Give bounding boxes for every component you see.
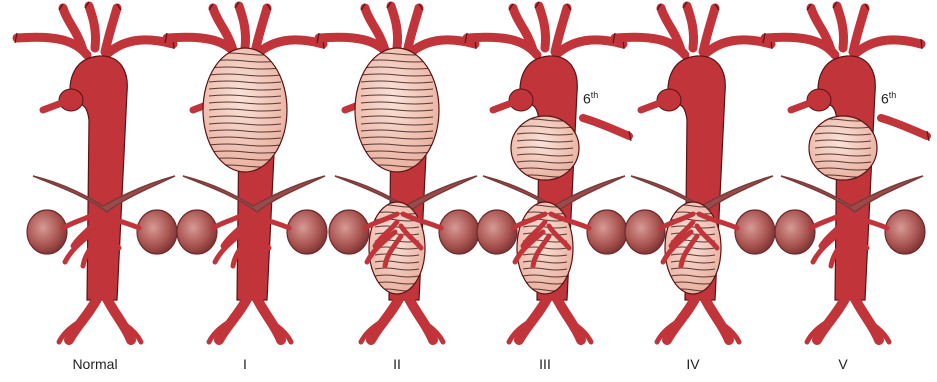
right-kidney xyxy=(439,210,479,254)
panel-label-2: I xyxy=(243,356,247,372)
aortic-root xyxy=(657,89,681,111)
iliac-arteries xyxy=(371,295,433,340)
right-kidney xyxy=(885,210,925,254)
iliac-arteries xyxy=(667,295,729,340)
left-kidney xyxy=(625,210,665,254)
intercostal-artery xyxy=(881,118,927,136)
left-kidney xyxy=(329,210,369,254)
arch-branch-vessels xyxy=(765,6,921,55)
iliac-arteries xyxy=(69,295,131,340)
iliac-arteries xyxy=(817,295,879,340)
aortic-root xyxy=(59,89,83,111)
left-kidney xyxy=(177,210,217,254)
aorta-panel-2 xyxy=(165,2,327,342)
right-kidney xyxy=(137,210,177,254)
aorta-panel-4 xyxy=(465,2,631,342)
aorta-panel-5 xyxy=(613,2,775,342)
coronary-branch xyxy=(641,104,657,110)
panel-label-3: II xyxy=(393,356,401,372)
right-kidney xyxy=(287,210,327,254)
iliac-arteries xyxy=(519,295,581,340)
panel-label-6: V xyxy=(838,356,847,372)
aortic-root xyxy=(509,89,533,111)
left-kidney xyxy=(775,210,815,254)
aorta-panel-3 xyxy=(317,2,479,342)
aorta-panel-6 xyxy=(763,2,929,342)
aorta-panel-1 xyxy=(15,2,177,342)
coronary-branch xyxy=(791,104,807,110)
arch-branch-vessels xyxy=(615,6,771,55)
panel-label-4: III xyxy=(539,356,551,372)
coronary-branch xyxy=(43,104,59,110)
rib-level-label: 6th xyxy=(881,90,896,107)
rib-level-label: 6th xyxy=(583,90,598,107)
left-kidney xyxy=(477,210,517,254)
arch-branch-vessels xyxy=(467,6,623,55)
right-kidney xyxy=(735,210,775,254)
intercostal-artery xyxy=(583,118,629,136)
left-kidney xyxy=(27,210,67,254)
aortic-root xyxy=(807,89,831,111)
panel-label-1: Normal xyxy=(72,356,117,372)
iliac-arteries xyxy=(219,295,281,340)
panel-label-5: IV xyxy=(686,356,699,372)
arch-branch-vessels xyxy=(17,6,173,55)
right-kidney xyxy=(587,210,627,254)
coronary-branch xyxy=(493,104,509,110)
